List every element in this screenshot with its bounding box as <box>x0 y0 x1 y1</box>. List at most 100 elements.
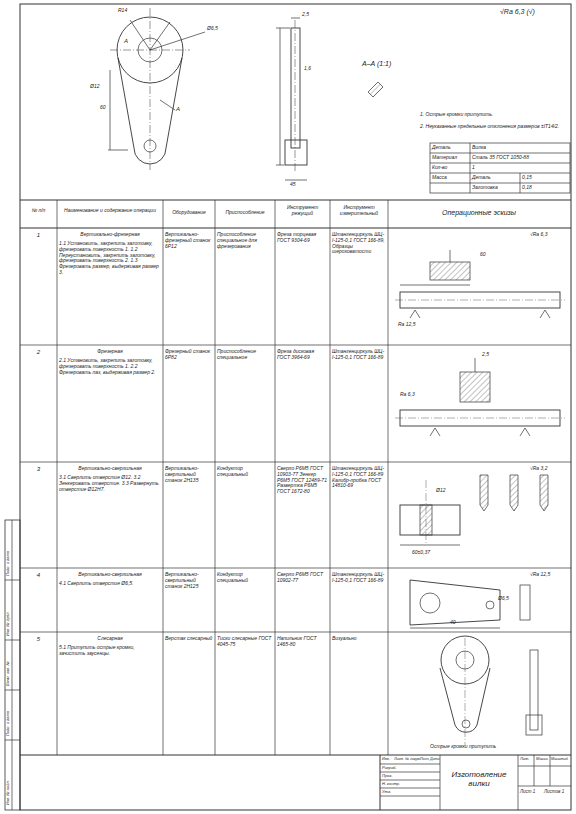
sheet-text: 60±0,37 <box>412 550 430 556</box>
sheet-text: A <box>124 38 128 45</box>
sheet-text: Дата <box>430 757 439 761</box>
sheet-text: Материал <box>432 155 468 161</box>
sheet-text: 2. Неуказанные предельные отклонения раз… <box>420 124 570 130</box>
sheet-text: 3.1 Сверлить отверстие Ø12. 3.2 Зенкеров… <box>59 475 161 492</box>
sheet-text: Ra 12,5 <box>398 322 416 328</box>
sheet-text: Ø6,5 <box>498 596 509 602</box>
sheet-text: Фреза дисковая ГОСТ 3964-69 <box>277 349 328 361</box>
sheet-text: 5 <box>22 636 55 643</box>
sheet-text: Пров. <box>382 774 393 779</box>
sheet-text: 0,15 <box>522 175 568 181</box>
sheet-text: 1 <box>22 232 55 239</box>
sheet-text: Вилка <box>472 145 568 151</box>
sheet-text: Ø12 <box>436 488 445 494</box>
sheet-text: Масса <box>432 175 468 181</box>
margin-stamp: Подп. и дата <box>6 551 11 576</box>
sheet-text: Инструмент измерительный <box>332 205 386 217</box>
sheet-text: Листов 1 <box>544 789 564 794</box>
sheet-text: Разраб. <box>382 766 396 771</box>
sheet-text: Вертикально-фрезерный станок 6Р12 <box>165 232 213 249</box>
sheet-text: Кондуктор специальный <box>217 466 273 478</box>
sheet-text: 60 <box>480 252 486 258</box>
sheet-text: Н. контр. <box>382 782 400 787</box>
sheet-text: A <box>176 106 180 113</box>
sheet-text: Штангенциркуль ШЦ-I-125-0,1 ГОСТ 166-89,… <box>332 232 386 255</box>
sheet-text: Изм. <box>382 757 390 761</box>
sheet-text: A–A (1:1) <box>362 60 391 68</box>
sheet-text: Кондуктор специальный <box>217 572 273 584</box>
sheet-text: √Ra 3,2 <box>530 466 547 472</box>
sheet-text: Вертикально-сверлильная <box>59 466 161 472</box>
sheet-text: Деталь <box>472 175 518 181</box>
sheet-text: Напильник ГОСТ 1465-80 <box>277 636 328 648</box>
sheet-text: Масса <box>536 757 548 762</box>
sheet-text: √Ra 12,5 <box>530 572 550 578</box>
sheet-text: 45 <box>290 182 296 188</box>
sheet-text: Ø12 <box>90 84 99 90</box>
sheet-text: 1 <box>472 165 568 171</box>
sheet-text: 3 <box>22 466 55 473</box>
sheet-text: Вертикально-фрезерная <box>59 232 161 238</box>
margin-stamp: Инв. № дубл. <box>6 611 11 636</box>
sheet-text: Приспособление специальное <box>217 349 273 361</box>
sheet-text: Вертикально-сверлильный станок 2Н125 <box>165 572 213 589</box>
sheet-text: 1.1 Установить, закрепить заготовку, фре… <box>59 241 161 276</box>
sheet-text: Визуально <box>332 636 386 642</box>
sheet-text: 5.1 Притупить острые кромки, зачистить з… <box>59 645 161 657</box>
margin-stamp: Взам. инв. № <box>6 661 11 686</box>
sheet-text: Подп. <box>420 757 430 761</box>
sheet-text: № докум. <box>405 757 421 761</box>
sheet-text: Верстак слесарный <box>165 636 213 642</box>
sheet-text: Приспособление <box>217 210 273 216</box>
margin-stamp: Инв. № подл. <box>6 780 11 805</box>
sheet-text: R14 <box>118 8 127 14</box>
sheet-text: Кол-во <box>432 165 468 171</box>
sheet-text: 4 <box>22 572 55 579</box>
sheet-text: Тиски слесарные ГОСТ 4045-75 <box>217 636 273 648</box>
sheet-text: 2 <box>22 349 55 356</box>
sheet-text: Изготовление вилки <box>444 770 514 788</box>
sheet-text: 1,6 <box>304 66 311 72</box>
margin-stamp: Подп. и дата <box>6 711 11 736</box>
sheet-text: Штангенциркуль ШЦ-I-125-0,1 ГОСТ 166-89 <box>332 572 386 584</box>
sheet-text: Инструмент режущий <box>277 205 328 217</box>
sheet-text: 1. Острые кромки притупить. <box>420 112 570 118</box>
sheet-text: Ra 6,3 <box>400 392 415 398</box>
sheet-text: Фреза торцевая ГОСТ 9304-69 <box>277 232 328 244</box>
sheet-text: 0,18 <box>522 185 568 191</box>
sheet-text: Сверло Р6М5 ГОСТ 10902-77 <box>277 572 328 584</box>
sheet-text: Деталь <box>432 145 468 151</box>
sheet-text: Оборудование <box>165 210 213 216</box>
sheet-text: Операционные эскизы <box>390 209 568 217</box>
sheet-text: 2,5 <box>482 352 489 358</box>
sheet-text: √Ra 6,3 <box>530 232 547 238</box>
sheet-text: Наименование и содержание операции <box>59 208 161 214</box>
sheet-text: Сталь 35 ГОСТ 1050-88 <box>472 155 568 161</box>
sheet-text: Сверло Р6М5 ГОСТ 10903-77 Зенкер Р6М5 ГО… <box>277 466 328 495</box>
sheet-text: № п/п <box>22 208 55 214</box>
sheet-text: Фрезерная <box>59 349 161 355</box>
sheet-text: Лит. <box>520 757 529 762</box>
sheet-text: Острые кромки притупить <box>430 744 496 750</box>
sheet-text: √Ra 6,3 (√) <box>500 8 535 16</box>
sheet-text: 60 <box>100 105 106 111</box>
sheet-text: 2,5 <box>302 12 309 18</box>
sheet-text: Масштаб <box>551 757 568 761</box>
sheet-text: Лист 1 <box>520 789 535 794</box>
sheet-text: Утв. <box>382 790 391 795</box>
sheet-text: 2.1 Установить, закрепить заготовку, фре… <box>59 358 161 375</box>
sheet-text: Слесарная <box>59 636 161 642</box>
sheet-text: Вертикально-сверлильная <box>59 572 161 578</box>
sheet-text: Вертикально-сверлильный станок 2Н135 <box>165 466 213 483</box>
sheet-text: 40 <box>450 620 456 626</box>
sheet-text: Лист <box>394 757 403 761</box>
sheet-text: Штангенциркуль ШЦ-I-125-0,1 ГОСТ 166-89 … <box>332 466 386 489</box>
sheet-text: Заготовка <box>472 185 518 191</box>
sheet-text: Штангенциркуль ШЦ-I-125-0,1 ГОСТ 166-89 <box>332 349 386 361</box>
sheet-text: Ø6,5 <box>207 26 218 32</box>
sheet-text: Приспособление специальное для фрезерова… <box>217 232 273 249</box>
sheet-text: 4.1 Сверлить отверстие Ø6,5. <box>59 581 161 587</box>
sheet-text: Фрезерный станок 6Р82 <box>165 349 213 361</box>
